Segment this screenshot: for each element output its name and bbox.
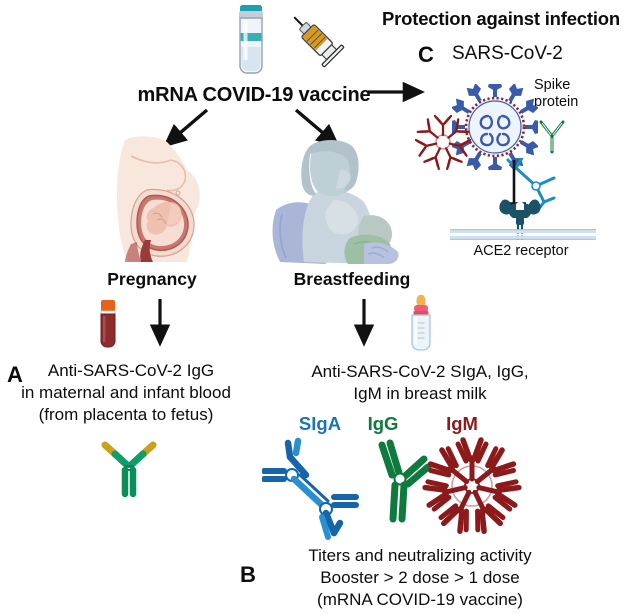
baby-bottle-icon <box>405 294 437 358</box>
panel-b-milk-line2: IgM in breast milk <box>353 384 487 403</box>
syringe-icon <box>281 4 347 75</box>
arrow-to-breastfeeding <box>288 106 350 154</box>
antibody-label-siga: SIgA <box>298 413 342 434</box>
page-title-vaccine: mRNA COVID-19 vaccine <box>137 84 371 106</box>
spike-protein-label-line1: Spike <box>534 77 571 93</box>
page-title-protection: Protection against infection <box>381 8 621 29</box>
branch-label-breastfeeding: Breastfeeding <box>293 269 411 289</box>
vaccine-vial-icon <box>231 2 273 83</box>
panel-a-letter: A <box>7 362 23 387</box>
panel-b-line1: Titers and neutralizing activity <box>308 546 532 565</box>
arrow-down-pregnancy <box>148 297 172 353</box>
cell-membrane-icon <box>450 228 596 246</box>
panel-b-milk-line1: Anti-SARS-CoV-2 SIgA, IgG, <box>311 362 529 381</box>
panel-b-line3: (mRNA COVID-19 vaccine) <box>317 590 523 609</box>
sars-cov-2-virion-icon <box>447 79 543 175</box>
igm-antibody-red-icon <box>414 114 472 175</box>
antibody-label-igg: IgG <box>367 413 399 434</box>
arrow-to-pregnancy <box>155 106 217 154</box>
arrow-down-breastfeeding <box>352 297 376 353</box>
spike-protein-label-line2: protein <box>534 94 579 110</box>
panel-b-line2: Booster > 2 dose > 1 dose <box>320 568 520 587</box>
panel-c-title: SARS-CoV-2 <box>452 43 563 64</box>
panel-c-letter: C <box>418 42 434 67</box>
igg-antibody-green-gold-icon <box>96 436 162 505</box>
ace2-receptor-label: ACE2 receptor <box>473 243 569 259</box>
igm-antibody-red-icon-b <box>418 432 526 545</box>
igg-antibody-green-icon <box>533 116 571 161</box>
arrow-to-protection <box>366 81 434 103</box>
branch-label-pregnancy: Pregnancy <box>107 269 197 289</box>
igg-antibody-green-icon-b <box>362 437 436 530</box>
antibody-label-igm: IgM <box>446 413 478 434</box>
pregnant-woman-illustration <box>95 136 225 269</box>
panel-b-letter: B <box>240 562 256 587</box>
breastfeeding-illustration <box>268 140 404 271</box>
panel-a-line1: Anti-SARS-CoV-2 IgG <box>47 361 215 380</box>
siga-antibody-blue-icon <box>261 437 374 546</box>
panel-a-line3: (from placenta to fetus) <box>38 405 214 424</box>
panel-a-line2: in maternal and infant blood <box>21 383 231 402</box>
blood-collection-tube-icon <box>97 299 119 354</box>
